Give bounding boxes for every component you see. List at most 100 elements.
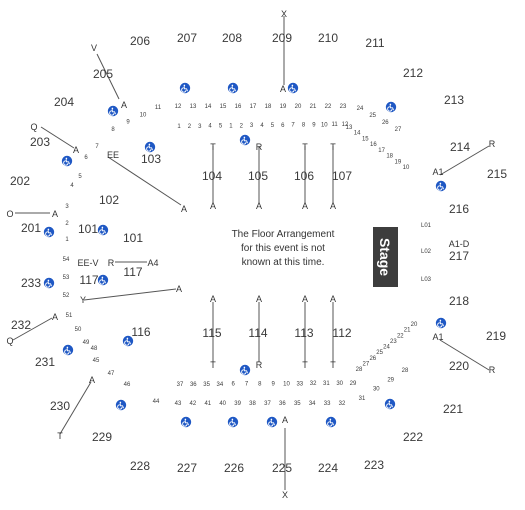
wheelchair-icon[interactable] bbox=[43, 226, 55, 238]
section-221[interactable]: 221 bbox=[443, 402, 463, 416]
wheelchair-icon[interactable] bbox=[325, 416, 337, 428]
section-204[interactable]: 204 bbox=[54, 95, 74, 109]
row-label: 27 bbox=[395, 127, 402, 133]
section-116[interactable]: 116 bbox=[131, 325, 150, 339]
row-label: 19 bbox=[395, 159, 402, 165]
row-label: 9 bbox=[312, 122, 316, 128]
section-117[interactable]: 117 bbox=[79, 273, 98, 287]
row-label: 6 bbox=[232, 382, 236, 388]
marker-a: A bbox=[210, 201, 216, 211]
section-212[interactable]: 212 bbox=[403, 66, 423, 80]
section-203[interactable]: 203 bbox=[30, 135, 50, 149]
section-206[interactable]: 206 bbox=[130, 34, 150, 48]
section-208[interactable]: 208 bbox=[222, 31, 242, 45]
section-107[interactable]: 107 bbox=[332, 169, 352, 183]
section-226[interactable]: 226 bbox=[224, 461, 244, 475]
floor-note-line-2: for this event is not bbox=[241, 243, 325, 254]
row-label: 31 bbox=[323, 381, 330, 387]
marker-a: A bbox=[302, 294, 308, 304]
wheelchair-icon[interactable] bbox=[384, 398, 396, 410]
row-label: 54 bbox=[63, 257, 70, 263]
wheelchair-icon[interactable] bbox=[239, 134, 251, 146]
section-101-b[interactable]: 101 bbox=[123, 231, 143, 245]
wheelchair-icon[interactable] bbox=[227, 416, 239, 428]
stage[interactable] bbox=[373, 227, 398, 287]
section-113[interactable]: 113 bbox=[294, 326, 313, 340]
section-227[interactable]: 227 bbox=[177, 461, 197, 475]
wheelchair-icon[interactable] bbox=[435, 317, 447, 329]
floor-note-line-1: The Floor Arrangement bbox=[232, 229, 335, 240]
row-label: 22 bbox=[397, 333, 404, 339]
section-233[interactable]: 233 bbox=[21, 276, 41, 290]
marker-a: A bbox=[330, 201, 336, 211]
section-228[interactable]: 228 bbox=[130, 459, 150, 473]
section-222[interactable]: 222 bbox=[403, 430, 423, 444]
marker-q-232: Q bbox=[6, 336, 13, 346]
section-106[interactable]: 106 bbox=[294, 169, 314, 183]
wheelchair-icon[interactable] bbox=[266, 416, 278, 428]
row-label: 42 bbox=[190, 401, 197, 407]
section-209[interactable]: 209 bbox=[272, 31, 292, 45]
section-205[interactable]: 205 bbox=[93, 67, 113, 81]
wheelchair-icon[interactable] bbox=[179, 82, 191, 94]
marker-t: T bbox=[330, 360, 336, 370]
row-label: 36 bbox=[279, 401, 286, 407]
section-202[interactable]: 202 bbox=[10, 174, 30, 188]
wheelchair-icon[interactable] bbox=[385, 101, 397, 113]
section-117-b[interactable]: 117 bbox=[123, 265, 142, 279]
section-114[interactable]: 114 bbox=[248, 326, 267, 340]
section-103[interactable]: 103 bbox=[141, 152, 161, 166]
section-230[interactable]: 230 bbox=[50, 399, 70, 413]
section-102[interactable]: 102 bbox=[99, 193, 119, 207]
wheelchair-icon[interactable] bbox=[239, 364, 251, 376]
section-101[interactable]: 101 bbox=[78, 222, 98, 236]
section-105[interactable]: 105 bbox=[248, 169, 268, 183]
row-label: 12 bbox=[175, 104, 182, 110]
row-label: 23 bbox=[340, 104, 347, 110]
wheelchair-icon[interactable] bbox=[62, 344, 74, 356]
wheelchair-icon[interactable] bbox=[107, 105, 119, 117]
stage-label: Stage bbox=[377, 238, 393, 276]
wheelchair-icon[interactable] bbox=[122, 335, 134, 347]
section-211[interactable]: 211 bbox=[365, 36, 384, 50]
row-label: 5 bbox=[219, 124, 223, 130]
accessible-seating-icons bbox=[43, 82, 447, 428]
wheelchair-icon[interactable] bbox=[435, 180, 447, 192]
section-229[interactable]: 229 bbox=[92, 430, 112, 444]
section-223[interactable]: 223 bbox=[364, 458, 384, 472]
section-115[interactable]: 115 bbox=[202, 326, 221, 340]
marker-v: V bbox=[91, 43, 97, 53]
wheelchair-icon[interactable] bbox=[43, 277, 55, 289]
section-224[interactable]: 224 bbox=[318, 461, 338, 475]
section-231[interactable]: 231 bbox=[35, 355, 55, 369]
section-225[interactable]: 225 bbox=[272, 461, 292, 475]
row-label: 34 bbox=[217, 382, 224, 388]
wheelchair-icon[interactable] bbox=[97, 224, 109, 236]
row-label: 16 bbox=[235, 104, 242, 110]
marker-t: T bbox=[302, 142, 308, 152]
section-104[interactable]: 104 bbox=[202, 169, 222, 183]
section-213[interactable]: 213 bbox=[444, 93, 464, 107]
wheelchair-icon[interactable] bbox=[180, 416, 192, 428]
wheelchair-icon[interactable] bbox=[144, 141, 156, 153]
section-219[interactable]: 219 bbox=[486, 329, 506, 343]
section-214[interactable]: 214 bbox=[450, 140, 470, 154]
wheelchair-icon[interactable] bbox=[61, 155, 73, 167]
wheelchair-icon[interactable] bbox=[97, 274, 109, 286]
row-label: 45 bbox=[93, 358, 100, 364]
section-220[interactable]: 220 bbox=[449, 359, 469, 373]
section-217[interactable]: 217 bbox=[449, 249, 469, 263]
wheelchair-icon[interactable] bbox=[227, 82, 239, 94]
section-112[interactable]: 112 bbox=[332, 326, 351, 340]
section-232[interactable]: 232 bbox=[11, 318, 31, 332]
section-218[interactable]: 218 bbox=[449, 294, 469, 308]
section-201[interactable]: 201 bbox=[21, 221, 41, 235]
section-216[interactable]: 216 bbox=[449, 202, 469, 216]
wheelchair-icon[interactable] bbox=[287, 82, 299, 94]
row-label: 35 bbox=[294, 401, 301, 407]
section-210[interactable]: 210 bbox=[318, 31, 338, 45]
section-215[interactable]: 215 bbox=[487, 167, 507, 181]
section-207[interactable]: 207 bbox=[177, 31, 197, 45]
wheelchair-icon[interactable] bbox=[115, 399, 127, 411]
